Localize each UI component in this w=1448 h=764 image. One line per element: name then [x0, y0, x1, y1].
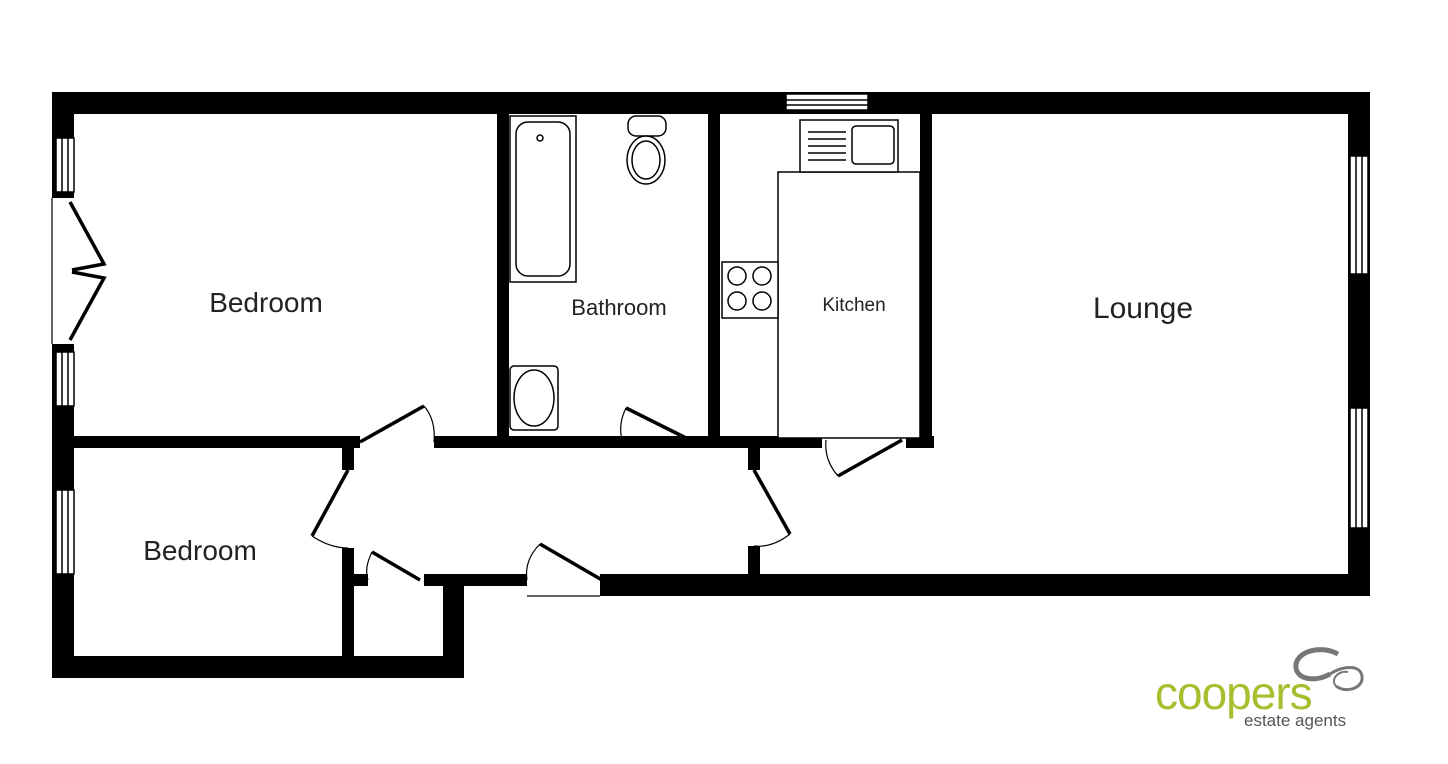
door-cupboard [371, 550, 421, 582]
door-small-bedroom [310, 469, 350, 537]
worktop [777, 171, 921, 439]
wardrobe-doors [68, 201, 107, 341]
kitchen-fixtures [721, 119, 921, 439]
label-bathroom: Bathroom [571, 295, 666, 320]
logo-tagline: estate agents [1244, 711, 1347, 730]
door-lounge [752, 469, 792, 535]
window-kitchen [785, 93, 869, 111]
windows [55, 93, 1369, 575]
coopers-logo: coopers estate agents [1150, 640, 1380, 740]
bathroom-fixtures [509, 115, 667, 431]
door-front [539, 542, 603, 582]
window-bedroom-upper [55, 137, 75, 193]
window-bedroom-lower [55, 351, 75, 407]
label-bedroom-small: Bedroom [143, 535, 257, 566]
swirl-icon [1293, 647, 1364, 692]
door-bedroom [359, 404, 425, 444]
window-lounge-lower [1349, 407, 1369, 529]
door-bathroom [625, 406, 691, 442]
logo-brand-text: coopers [1155, 667, 1313, 719]
label-kitchen: Kitchen [822, 295, 885, 316]
door-kitchen [837, 438, 903, 478]
toilet-cistern [627, 115, 667, 137]
label-lounge: Lounge [1093, 292, 1193, 325]
interior-walls [74, 114, 934, 664]
window-bathroom [553, 95, 655, 111]
window-small-bedroom [55, 489, 75, 575]
window-lounge-upper [1349, 155, 1369, 275]
label-bedroom-main: Bedroom [209, 287, 323, 318]
doors [310, 404, 903, 582]
